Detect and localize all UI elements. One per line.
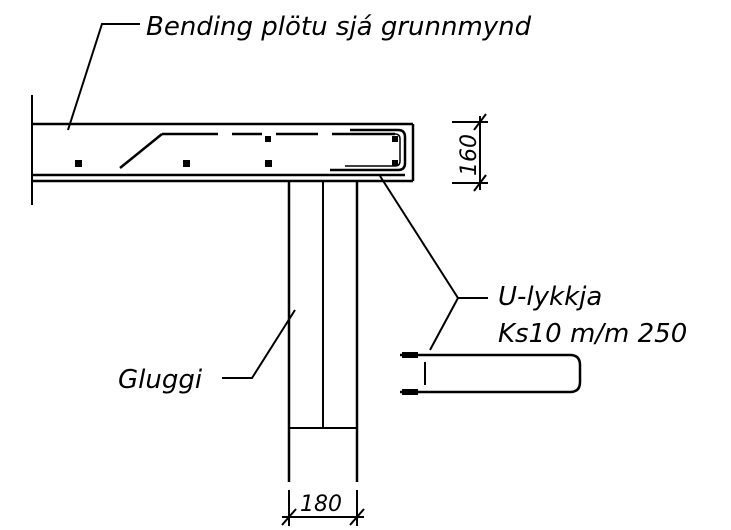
rebar-dot	[392, 136, 398, 142]
rebar-dot	[265, 136, 271, 142]
slab-thickness-dimension	[452, 113, 488, 192]
column-width-value: 180	[300, 492, 342, 517]
slab-reinforcement-leader	[67, 23, 140, 131]
slab-thickness-value: 160	[457, 134, 482, 176]
u-loop-pointer	[429, 297, 459, 351]
column-width-dimension	[281, 490, 365, 526]
top-reinforcement	[119, 132, 395, 169]
rebar-dot	[75, 160, 82, 167]
slab	[32, 122, 415, 183]
rebar-dot	[265, 160, 272, 167]
u-loop-bar-ends	[402, 352, 418, 395]
u-loop-leader	[379, 175, 488, 299]
u-loop-title-label: U-lykkja	[498, 282, 602, 312]
slab-reinforcement-label: Bending plötu sjá grunnmynd	[146, 12, 532, 42]
u-loop-bar	[330, 128, 407, 172]
u-loop-outline	[400, 353, 582, 394]
u-loop-detail	[400, 353, 582, 394]
window-frame	[287, 181, 359, 482]
window-leader	[222, 309, 296, 379]
u-loop-bar-inner	[345, 133, 401, 167]
window-label: Gluggi	[118, 365, 203, 395]
rebar-dot	[392, 160, 398, 166]
u-loop-spec-label: Ks10 m/m 250	[498, 319, 687, 349]
rebar-dots	[75, 136, 398, 167]
rebar-dot	[183, 160, 190, 167]
